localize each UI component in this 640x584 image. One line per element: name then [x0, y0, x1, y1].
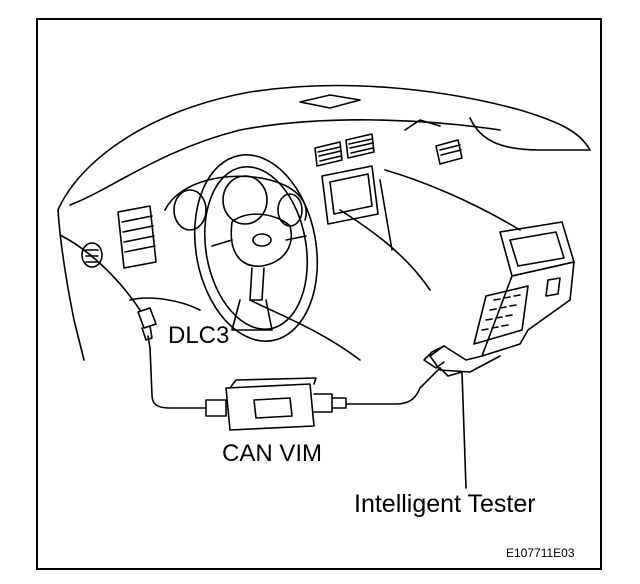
figure-frame	[36, 18, 602, 570]
center-vents	[314, 133, 463, 167]
cable-vim-to-tester	[345, 367, 441, 405]
left-vent	[117, 205, 157, 269]
steering-wheel	[193, 154, 319, 342]
figure-id: E107711E03	[506, 546, 575, 560]
dashboard	[57, 84, 591, 361]
dlc3-connector	[137, 307, 157, 349]
dlc3-label: DLC3	[168, 322, 230, 349]
can-vim-label: CAN VIM	[222, 440, 323, 467]
side-emblem	[81, 242, 103, 268]
cable-dlc-to-vim	[149, 347, 207, 409]
intelligent-tester	[423, 221, 575, 377]
tester-leader-line	[461, 371, 467, 489]
intelligent-tester-label: Intelligent Tester	[354, 490, 536, 518]
center-display	[321, 165, 393, 251]
can-vim-module	[205, 377, 347, 431]
